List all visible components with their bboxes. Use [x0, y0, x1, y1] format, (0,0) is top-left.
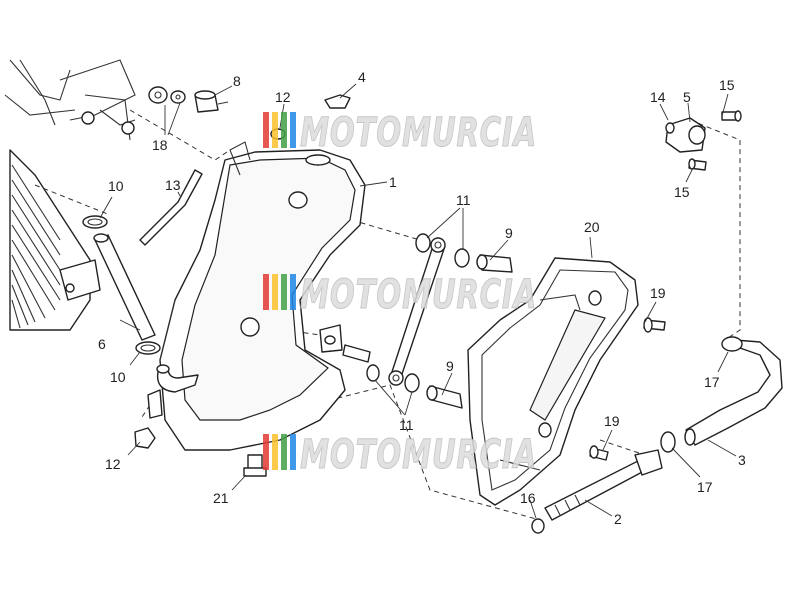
hose-3	[684, 339, 783, 446]
clamp-17-upper	[721, 336, 743, 352]
callout-11-upper: 11	[456, 192, 471, 208]
clamp-17-lower	[660, 431, 676, 453]
screw-19-lower	[589, 445, 609, 461]
watermark-bottom: MOTOMURCIA	[263, 432, 537, 479]
clamp-10-upper	[82, 215, 108, 229]
watermark-stripe-green	[281, 112, 287, 148]
watermark-stripe-blue	[290, 274, 296, 310]
radiator	[9, 149, 101, 331]
callout-16: 16	[520, 490, 536, 506]
callout-15-lower: 15	[674, 184, 690, 200]
pipe-2	[544, 449, 663, 521]
callout-19-upper: 19	[650, 285, 666, 301]
bolt-15-lower	[688, 158, 707, 171]
callout-12-upper: 12	[275, 89, 291, 105]
watermark-middle: MOTOMURCIA	[263, 272, 537, 319]
watermark-top: MOTOMURCIA	[263, 110, 537, 157]
watermark-text-top: MOTOMURCIA	[300, 110, 537, 156]
frame-bracket	[4, 59, 136, 141]
o-ring-16	[531, 518, 545, 534]
leader-lines	[99, 83, 737, 519]
clamp-10-lower	[135, 341, 161, 355]
callout-6: 6	[98, 336, 106, 352]
callout-4: 4	[358, 69, 366, 85]
callout-19-lower: 19	[604, 413, 620, 429]
watermark-text-middle: MOTOMURCIA	[300, 272, 537, 318]
washers-11-upper	[415, 233, 470, 268]
watermark-stripe-yellow	[272, 434, 278, 470]
callout-17-upper: 17	[704, 374, 720, 390]
watermark-stripe-red	[263, 274, 269, 310]
watermark-stripe-green	[281, 434, 287, 470]
wing-clip-4	[324, 94, 351, 109]
bolt-21	[243, 454, 267, 477]
watermark-stripe-blue	[290, 434, 296, 470]
callout-12-lower: 12	[105, 456, 121, 472]
callout-10-lower: 10	[110, 369, 126, 385]
watermark-stripe-green	[281, 274, 287, 310]
screw-19-upper	[643, 317, 666, 333]
watermark-stripe-blue	[290, 112, 296, 148]
tie-rod	[388, 237, 446, 386]
callout-21: 21	[213, 490, 229, 506]
callout-3: 3	[738, 452, 746, 468]
washers-18	[148, 86, 186, 104]
callout-2: 2	[614, 511, 622, 527]
callout-14: 14	[650, 89, 666, 105]
watermark-text-bottom: MOTOMURCIA	[300, 432, 537, 478]
watermark-stripe-red	[263, 112, 269, 148]
hose-6	[93, 233, 156, 341]
nut-12-lower	[134, 427, 156, 449]
callout-9-upper: 9	[505, 225, 513, 241]
callout-11-lower: 11	[399, 417, 414, 433]
callout-1: 1	[389, 174, 397, 190]
callout-15-upper: 15	[719, 77, 735, 93]
watermark-stripe-yellow	[272, 112, 278, 148]
coolant-tank	[147, 141, 366, 451]
housing-5	[665, 117, 706, 153]
breather-tube	[139, 169, 203, 246]
callout-17-lower: 17	[697, 479, 713, 495]
side-cover	[467, 257, 639, 506]
callout-18: 18	[152, 137, 168, 153]
rubber-mount-8	[194, 90, 229, 113]
callout-5: 5	[683, 89, 691, 105]
bolt-15-upper	[721, 110, 742, 122]
callouts: 1 2 3 4 5 6 8 9 9 10 10 11 11 12 12 13 1…	[98, 69, 746, 527]
callout-10-upper: 10	[108, 178, 124, 194]
callout-8: 8	[233, 73, 241, 89]
callout-9-lower: 9	[446, 358, 454, 374]
callout-13: 13	[165, 177, 181, 193]
callout-20: 20	[584, 219, 600, 235]
watermark-stripe-red	[263, 434, 269, 470]
watermark-stripe-yellow	[272, 274, 278, 310]
spacer-9-upper	[476, 254, 513, 273]
o-ring-14	[665, 122, 675, 134]
spacer-9-lower	[426, 385, 463, 409]
bushing-center	[342, 344, 371, 363]
